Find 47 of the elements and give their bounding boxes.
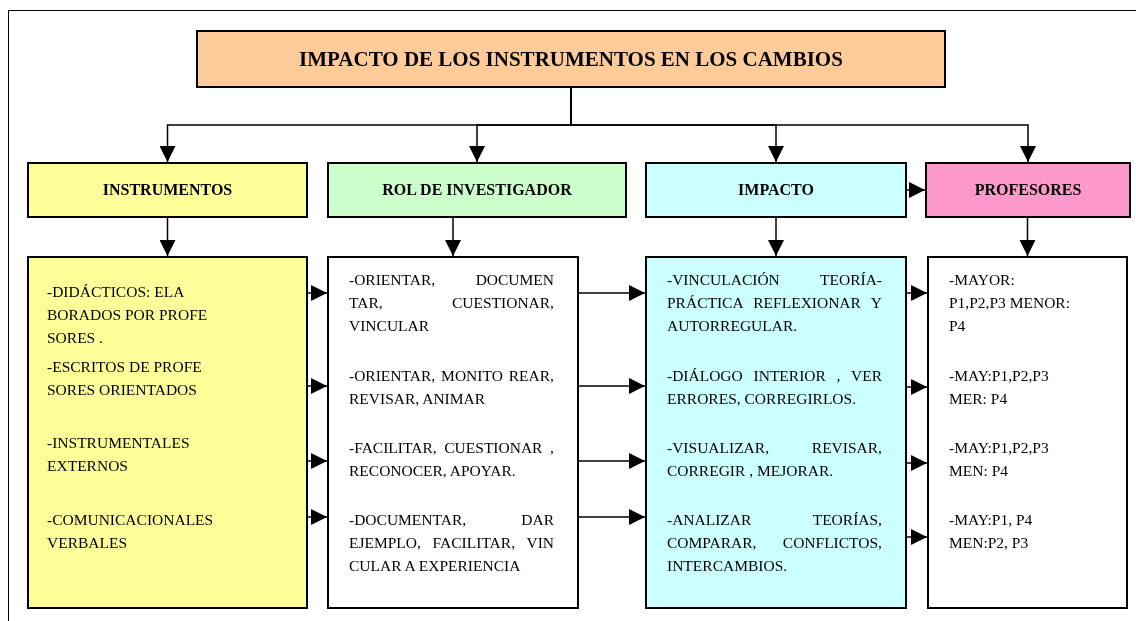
arrow xyxy=(578,453,646,469)
arrow xyxy=(578,509,646,525)
arrow xyxy=(445,217,461,257)
arrow xyxy=(307,453,328,469)
category-header-box xyxy=(27,162,308,218)
text-item: -COMUNICACIONALES VERBALES xyxy=(47,510,215,553)
text-item: -MAYOR: P1,P2,P3 MENOR: P4 xyxy=(949,270,1072,336)
arrow xyxy=(578,285,646,301)
content-box xyxy=(645,256,907,609)
category-header-box xyxy=(327,162,627,218)
header-label: PROFESORES xyxy=(974,181,1082,199)
category-header-box xyxy=(645,162,907,218)
title-label: IMPACTO DE LOS INSTRUMENTOS EN LOS CAMBIOS xyxy=(299,46,843,72)
text-item: -ANALIZAR TEORÍAS, COMPARAR, CONFLICTOS, INTERCAMBIOS. xyxy=(667,510,882,576)
text-item: -VISUALIZAR, REVISAR, CORREGIR , MEJORAR. xyxy=(667,438,882,481)
text-item: -DOCUMENTAR, DAR EJEMPLO, FACILITAR, VIN CULAR A EXPERIENCIA xyxy=(349,510,554,576)
text-item: -MAY:P1,P2,P3 MEN: P4 xyxy=(949,438,1050,481)
header-label: INSTRUMENTOS xyxy=(102,181,233,199)
arrow xyxy=(906,182,926,198)
arrow xyxy=(906,455,928,471)
arrow xyxy=(1019,217,1036,257)
arrow xyxy=(906,285,928,301)
text-item: -VINCULACIÓN TEORÍA-PRÁCTICA REFLEXIONAR Y AUTORREGULAR. xyxy=(667,270,882,336)
header-label: ROL DE INVESTIGADOR xyxy=(382,181,572,199)
title-box xyxy=(196,30,946,88)
arrow xyxy=(307,509,328,525)
arrow xyxy=(768,217,784,257)
category-header-box xyxy=(925,162,1131,218)
text-item: -MAY:P1, P4 MEN:P2, P3 xyxy=(949,510,1034,553)
text-item: -INSTRUMENTALES EXTERNOS xyxy=(47,433,191,476)
header-label: IMPACTO xyxy=(738,181,814,199)
text-item: -DIÁLOGO INTERIOR , VER ERRORES, CORREGIRLOS. xyxy=(667,366,882,409)
content-box xyxy=(27,256,308,609)
arrow xyxy=(906,379,928,395)
text-item: -FACILITAR, CUESTIONAR , RECONOCER, APOYAR. xyxy=(349,438,554,481)
arrow xyxy=(578,378,646,394)
text-item: -ORIENTAR, MONITO REAR, REVISAR, ANIMAR xyxy=(349,366,554,409)
arrow xyxy=(307,285,328,301)
text-item: -ESCRITOS DE PROFE SORES ORIENTADOS xyxy=(47,357,203,400)
arrow xyxy=(159,217,176,257)
arrow xyxy=(906,529,928,545)
content-box xyxy=(927,256,1128,609)
content-box xyxy=(327,256,579,609)
text-item: -MAY:P1,P2,P3 MER: P4 xyxy=(949,366,1050,409)
text-item: -DIDÁCTICOS: ELA BORADOS POR PROFE SORES . xyxy=(47,282,209,348)
arrow xyxy=(307,378,328,394)
text-item: -ORIENTAR, DOCUMEN TAR, CUESTIONAR, VINCULAR xyxy=(349,270,554,336)
